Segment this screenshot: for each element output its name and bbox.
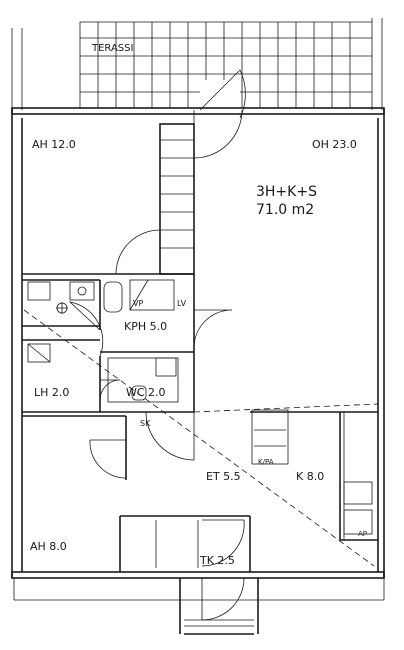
- linen-closet-label: LH 2.0: [34, 386, 69, 399]
- exterior-walls: [11, 107, 385, 601]
- entry-step: [179, 578, 259, 635]
- terrace-label: TERASSI: [91, 43, 133, 54]
- bedroom-1-label: AH 12.0: [32, 138, 76, 151]
- wc-label: WC 2.0: [126, 386, 166, 399]
- bathroom-fixtures: [27, 279, 177, 401]
- ap-label: AP: [358, 530, 367, 538]
- hall-label: ET 5.5: [206, 470, 241, 483]
- vp-label: VP: [133, 299, 143, 308]
- section-diagonal: [23, 309, 375, 567]
- kitchen-label: K 8.0: [296, 470, 324, 483]
- apartment-area-label: 71.0 m2: [256, 202, 314, 218]
- living-room-label: OH 23.0: [312, 138, 357, 151]
- terrace-deck-grid: [79, 22, 372, 108]
- bathroom-label: KPH 5.0: [124, 320, 167, 333]
- sk-label: SK: [140, 419, 151, 428]
- bedroom-2-label: AH 8.0: [30, 540, 67, 553]
- closet-label: TK 2.5: [199, 554, 235, 567]
- floor-divider: [193, 403, 379, 413]
- lv-label: LV: [177, 299, 187, 308]
- door-swings: [68, 69, 246, 621]
- kpa-label: K/PA: [258, 458, 274, 466]
- terrace: TERASSI: [11, 18, 383, 110]
- apartment-type-label: 3H+K+S: [256, 184, 317, 200]
